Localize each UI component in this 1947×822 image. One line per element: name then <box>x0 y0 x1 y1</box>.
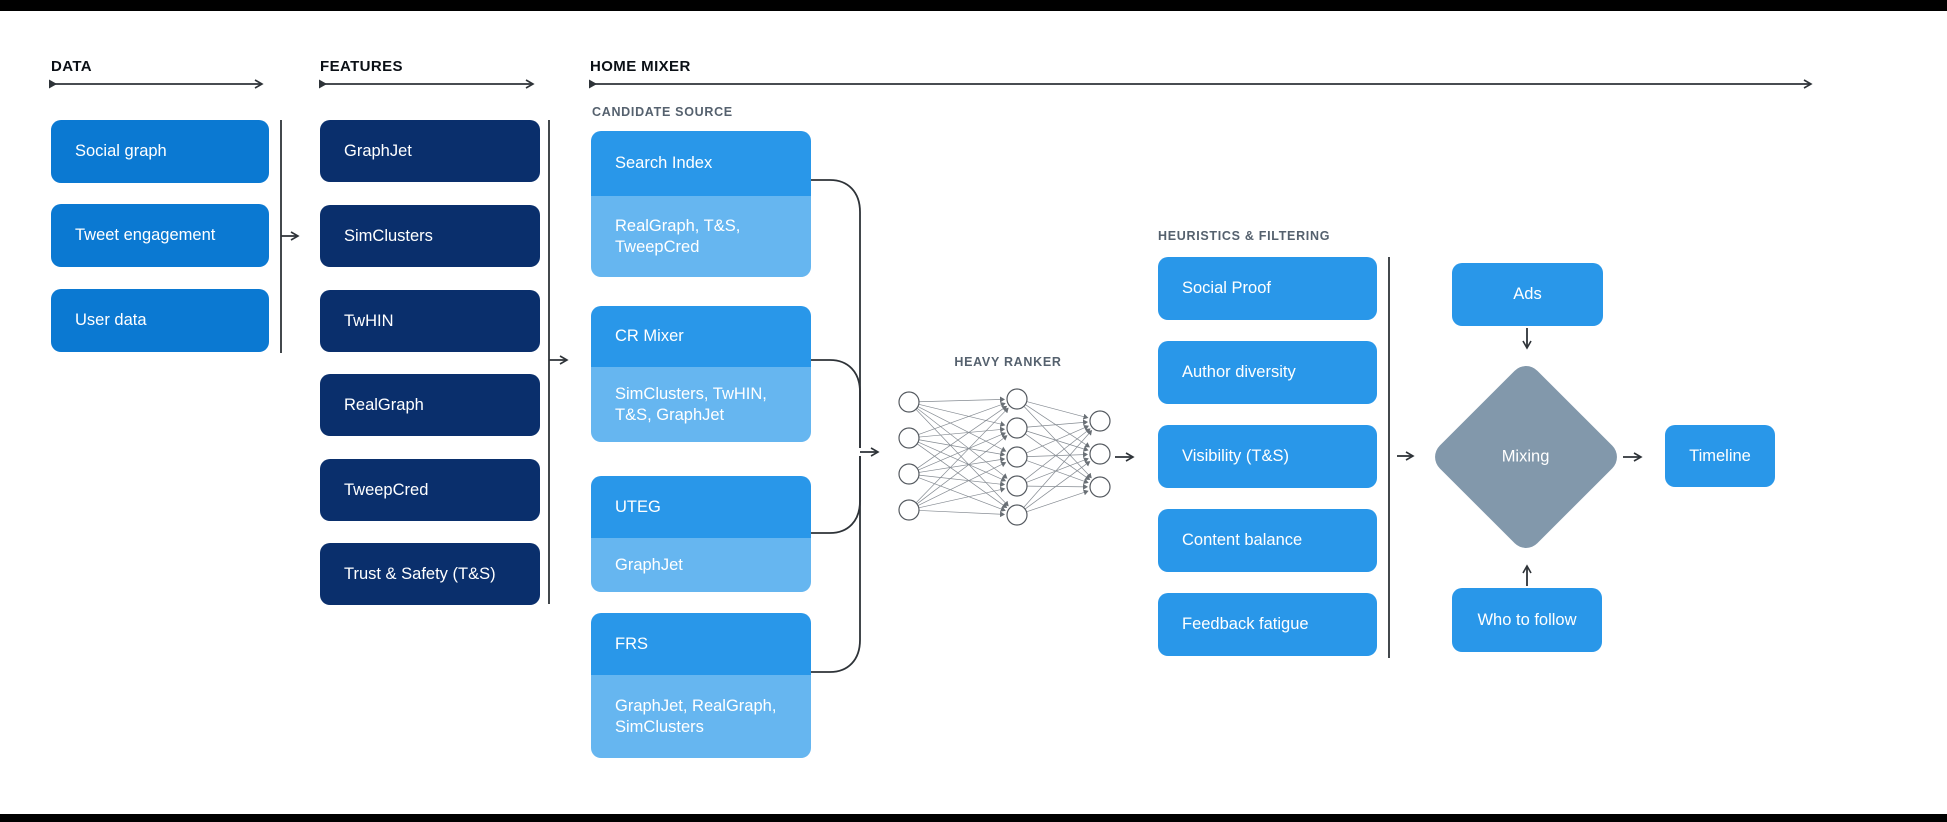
candidate-uteg-title: UTEG <box>591 476 811 538</box>
candidate-search-index-title: Search Index <box>591 131 811 196</box>
section-label-features: FEATURES <box>320 58 403 75</box>
node-realgraph: RealGraph <box>320 374 540 436</box>
label-candidate-source: CANDIDATE SOURCE <box>592 105 733 119</box>
candidate-cr-mixer-title: CR Mixer <box>591 306 811 367</box>
label-heavy-ranker: HEAVY RANKER <box>954 355 1062 369</box>
node-author-diversity: Author diversity <box>1158 341 1377 404</box>
candidate-cr-mixer-sub: SimClusters, TwHIN, T&S, GraphJet <box>591 367 811 442</box>
node-content-balance: Content balance <box>1158 509 1377 572</box>
node-visibility: Visibility (T&S) <box>1158 425 1377 488</box>
node-feedback-fatigue: Feedback fatigue <box>1158 593 1377 656</box>
section-label-home-mixer: HOME MIXER <box>590 58 691 75</box>
node-graphjet: GraphJet <box>320 120 540 182</box>
candidate-uteg: UTEG GraphJet <box>591 476 811 592</box>
candidate-cr-mixer: CR Mixer SimClusters, TwHIN, T&S, GraphJ… <box>591 306 811 442</box>
node-timeline: Timeline <box>1665 425 1775 487</box>
candidate-frs-sub: GraphJet, RealGraph, SimClusters <box>591 675 811 758</box>
candidate-frs: FRS GraphJet, RealGraph, SimClusters <box>591 613 811 758</box>
candidate-uteg-sub: GraphJet <box>591 538 811 592</box>
label-heuristics-filtering: HEURISTICS & FILTERING <box>1158 229 1331 243</box>
bottom-letterbox-bar <box>0 814 1947 822</box>
node-trust-safety: Trust & Safety (T&S) <box>320 543 540 605</box>
node-tweepcred: TweepCred <box>320 459 540 521</box>
node-mixing-label: Mixing <box>1502 447 1550 466</box>
section-label-data: DATA <box>51 58 93 75</box>
candidate-search-index-sub: RealGraph, T&S, TweepCred <box>591 196 811 277</box>
node-tweet-engagement: Tweet engagement <box>51 204 269 267</box>
node-user-data: User data <box>51 289 269 352</box>
node-mixing-diamond: Mixing <box>1428 359 1624 555</box>
node-ads: Ads <box>1452 263 1603 326</box>
node-twhin: TwHIN <box>320 290 540 352</box>
top-letterbox-bar <box>0 0 1947 11</box>
heavy-ranker-network <box>898 388 1111 526</box>
candidate-frs-title: FRS <box>591 613 811 675</box>
node-social-graph: Social graph <box>51 120 269 183</box>
node-who-to-follow: Who to follow <box>1452 588 1602 652</box>
node-social-proof: Social Proof <box>1158 257 1377 320</box>
candidate-search-index: Search Index RealGraph, T&S, TweepCred <box>591 131 811 277</box>
node-simclusters: SimClusters <box>320 205 540 267</box>
